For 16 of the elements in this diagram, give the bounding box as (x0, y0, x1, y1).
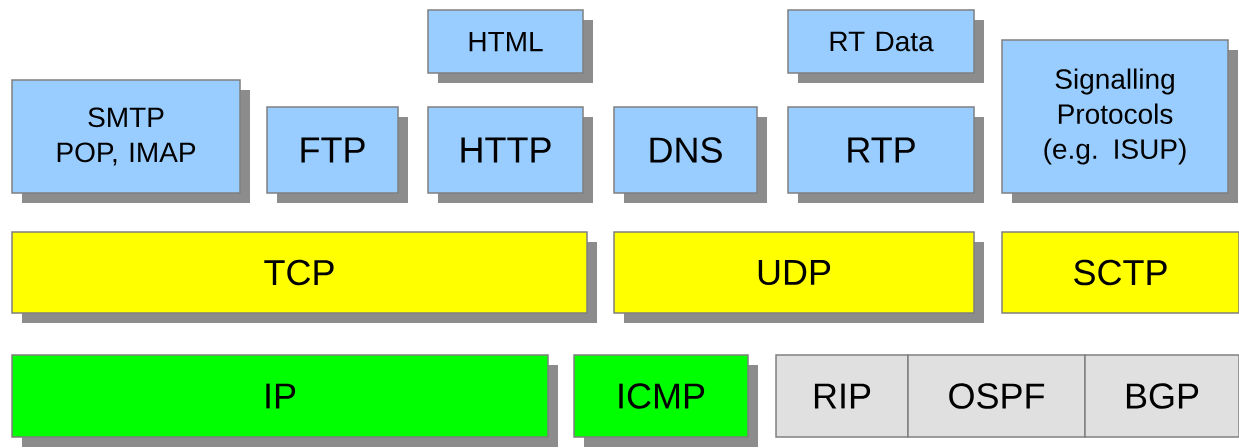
protocol-box: BGP (1084, 354, 1239, 438)
protocol-box: HTML (427, 9, 593, 83)
protocol-box: UDP (613, 231, 984, 323)
protocol-box: Signalling Protocols (e.g. ISUP) (1001, 39, 1238, 203)
protocol-box: FTP (266, 106, 408, 203)
protocol-box: OSPF (907, 354, 1086, 438)
protocol-box: DNS (613, 106, 767, 203)
protocol-box: RT Data (787, 9, 984, 83)
protocol-box: RIP (775, 354, 909, 438)
protocol-box: TCP (11, 231, 597, 323)
protocol-box: HTTP (427, 106, 593, 203)
protocol-box: SCTP (1001, 231, 1239, 314)
protocol-box: SMTP POP, IMAP (11, 79, 250, 203)
protocol-box: IP (11, 354, 558, 447)
protocol-box: RTP (787, 106, 984, 203)
protocol-box: ICMP (573, 354, 758, 447)
